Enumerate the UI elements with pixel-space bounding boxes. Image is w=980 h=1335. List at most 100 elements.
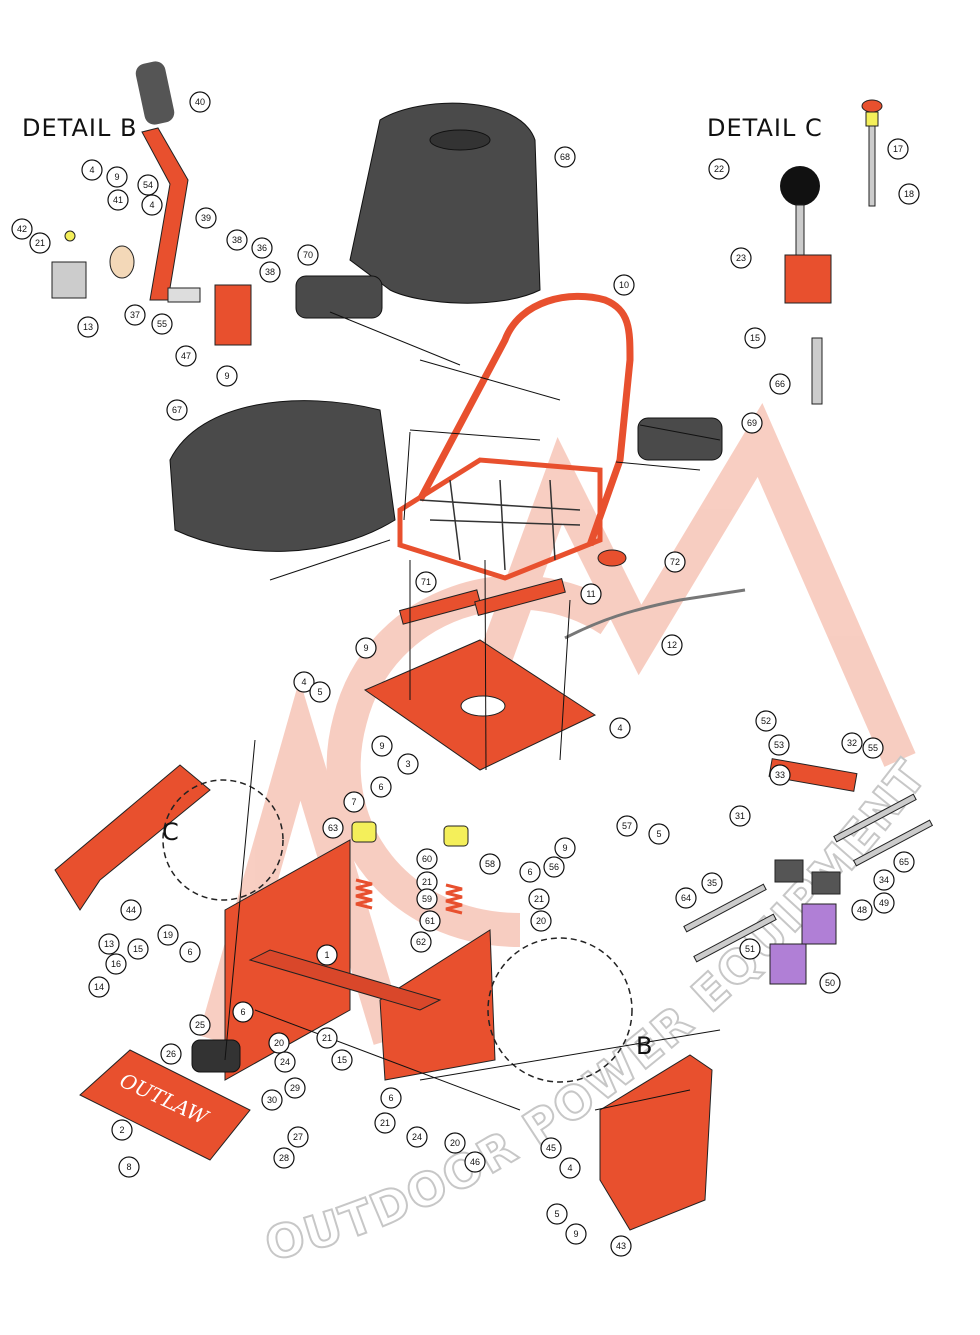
leader-line	[419, 1029, 721, 1081]
callout-circle	[887, 138, 909, 160]
callout-number: 45	[546, 1143, 556, 1153]
callout-c46: 46	[464, 1151, 486, 1173]
callout-c16: 16	[105, 953, 127, 975]
callout-circle	[297, 244, 319, 266]
callout-circle	[729, 805, 751, 827]
callout-number: 44	[126, 905, 136, 915]
callout-number: 30	[267, 1095, 277, 1105]
callout-circle	[416, 888, 438, 910]
callout-circle	[554, 146, 576, 168]
seat-back-logo	[429, 129, 491, 151]
callout-circle	[554, 837, 576, 859]
callout-c68: 68	[554, 146, 576, 168]
callout-c20b: 20	[268, 1032, 290, 1054]
callout-circle	[293, 671, 315, 693]
callout-circle	[416, 848, 438, 870]
callout-number: 24	[412, 1132, 422, 1142]
callout-circle	[701, 872, 723, 894]
callout-circle	[81, 159, 103, 181]
callout-number: 21	[322, 1033, 332, 1043]
callout-c38a: 38	[226, 229, 248, 251]
callout-number: 6	[187, 947, 192, 957]
detail-c-title: DETAIL C	[707, 114, 823, 142]
callout-circle	[29, 232, 51, 254]
callout-number: 61	[425, 916, 435, 926]
callout-circle	[768, 734, 790, 756]
callout-c14: 14	[88, 976, 110, 998]
push-rod-17	[868, 125, 876, 207]
callout-number: 2	[119, 1125, 124, 1135]
callout-c24b: 24	[406, 1126, 428, 1148]
callout-c60: 60	[416, 848, 438, 870]
leader-line	[594, 1089, 691, 1111]
callout-c72: 72	[664, 551, 686, 573]
callout-number: 24	[280, 1057, 290, 1067]
filter-head-b	[774, 859, 804, 883]
callout-circle	[107, 189, 129, 211]
push-button-cap	[861, 99, 883, 113]
leader-line	[484, 559, 487, 771]
callout-number: 9	[114, 172, 119, 182]
callout-number: 50	[825, 978, 835, 988]
seat-bottom-cushion-67	[169, 400, 396, 552]
callout-number: 53	[774, 740, 784, 750]
callout-c6b: 6	[519, 861, 541, 883]
callout-c70: 70	[297, 244, 319, 266]
switch-72	[597, 549, 627, 567]
callout-circle	[397, 753, 419, 775]
callout-number: 9	[379, 741, 384, 751]
callout-number: 4	[617, 723, 622, 733]
leader-line	[615, 461, 701, 471]
callout-c45: 45	[540, 1137, 562, 1159]
callout-number: 65	[899, 857, 909, 867]
callout-number: 19	[163, 930, 173, 940]
callout-c61: 61	[419, 910, 441, 932]
callout-c21d: 21	[316, 1027, 338, 1049]
leader-line	[269, 539, 391, 581]
callout-number: 62	[416, 937, 426, 947]
callout-c5a: 5	[309, 681, 331, 703]
callout-number: 14	[94, 982, 104, 992]
leader-line	[639, 424, 721, 441]
oil-filter-50	[769, 943, 807, 985]
callout-circle	[261, 1089, 283, 1111]
callout-c54: 54	[137, 174, 159, 196]
callout-circle	[157, 924, 179, 946]
callout-c64: 64	[675, 887, 697, 909]
callout-circle	[610, 1235, 632, 1257]
callout-circle	[769, 764, 791, 786]
callout-c40: 40	[189, 91, 211, 113]
filter-head-48	[811, 871, 841, 895]
callout-c42: 42	[11, 218, 33, 240]
callout-circle	[232, 1001, 254, 1023]
callout-number: 40	[195, 97, 205, 107]
callout-c9d: 9	[371, 735, 393, 757]
callout-circle	[613, 274, 635, 296]
callout-c20c: 20	[444, 1132, 466, 1154]
callout-c21a: 21	[29, 232, 51, 254]
callout-c9a: 9	[106, 166, 128, 188]
callout-number: 32	[847, 738, 857, 748]
callout-circle	[189, 91, 211, 113]
callout-circle	[160, 1043, 182, 1065]
callout-circle	[893, 851, 915, 873]
callout-c31: 31	[729, 805, 751, 827]
detail-c-callout-circle	[162, 779, 284, 901]
seat-frame-10	[416, 292, 634, 547]
callout-number: 55	[157, 319, 167, 329]
shift-rod	[795, 204, 805, 261]
seat-assembly	[169, 102, 746, 640]
callout-circle	[616, 815, 638, 837]
callout-c37: 37	[124, 304, 146, 326]
callout-number: 49	[879, 898, 889, 908]
callout-number: 4	[89, 165, 94, 175]
callout-c56: 56	[543, 856, 565, 878]
handle-grip	[135, 61, 175, 125]
callout-c63: 63	[322, 817, 344, 839]
frame-side-right	[379, 929, 496, 1081]
callout-number: 70	[303, 250, 313, 260]
callout-circle	[151, 313, 173, 335]
callout-c51: 51	[739, 938, 761, 960]
callout-c41: 41	[107, 189, 129, 211]
callout-number: 8	[126, 1162, 131, 1172]
